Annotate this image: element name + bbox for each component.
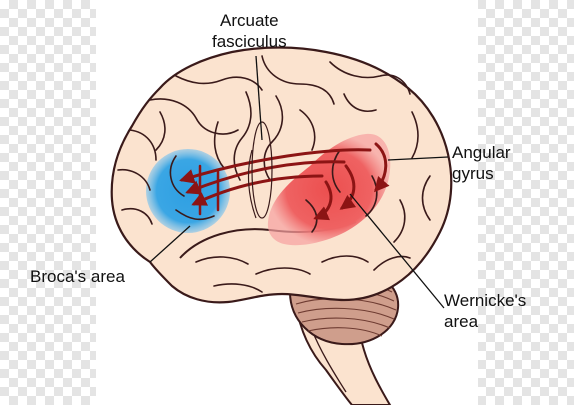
label-wernickes-line-1: Wernicke's (444, 290, 526, 311)
label-wernickes-line-2: area (444, 311, 526, 332)
label-arcuate-line-2: fasciculus (212, 31, 287, 52)
label-angular-gyrus: Angular gyrus (452, 142, 511, 184)
label-wernickes-area: Wernicke's area (444, 290, 526, 332)
label-arcuate-fasciculus: Arcuate fasciculus (212, 10, 287, 52)
label-brocas-area: Broca's area (30, 266, 125, 287)
label-angular-line-2: gyrus (452, 163, 511, 184)
label-arcuate-line-1: Arcuate (212, 10, 287, 31)
label-angular-line-1: Angular (452, 142, 511, 163)
